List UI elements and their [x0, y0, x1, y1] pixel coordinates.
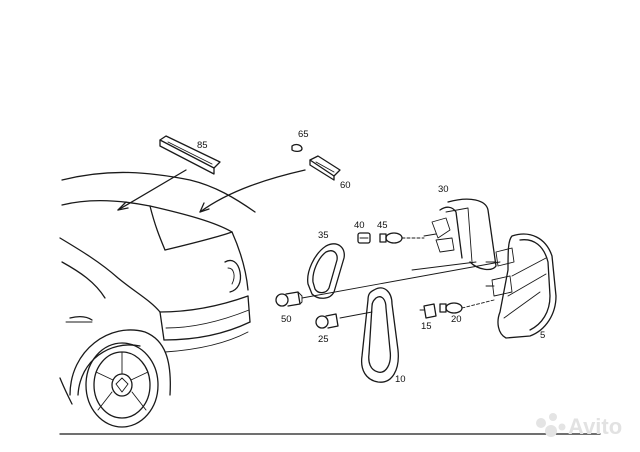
avito-watermark: Avito	[536, 413, 622, 439]
part-30-lamp-carrier	[423, 198, 497, 271]
car-body	[59, 171, 256, 428]
part-85-third-brake-light	[117, 135, 221, 211]
label-25: 25	[318, 334, 329, 345]
part-35-gasket	[307, 243, 345, 299]
part-25-socket	[315, 313, 339, 329]
label-65: 65	[298, 129, 309, 140]
part-labels: 85 65 60 30 40 45 35 50 25 15 20 10 5	[197, 129, 545, 385]
label-30: 30	[438, 184, 449, 195]
label-10: 10	[395, 374, 406, 385]
label-60: 60	[340, 180, 351, 191]
part-60-license-lamp	[199, 155, 341, 213]
label-85: 85	[197, 140, 208, 151]
part-20-bulb	[439, 299, 495, 314]
leader-line-30	[411, 261, 477, 271]
part-15-socket	[419, 303, 437, 319]
label-40: 40	[354, 220, 365, 231]
part-5-tail-lamp	[485, 233, 557, 339]
label-5: 5	[540, 330, 545, 341]
part-65-bulb	[291, 143, 303, 153]
label-35: 35	[318, 230, 329, 241]
part-10-gasket	[360, 287, 399, 383]
label-20: 20	[451, 314, 462, 325]
label-45: 45	[377, 220, 388, 231]
avito-logo-icon	[536, 413, 566, 437]
part-50-socket	[275, 291, 303, 307]
label-50: 50	[281, 314, 292, 325]
part-45-bulb	[379, 232, 425, 244]
leader-line-50	[301, 261, 501, 299]
watermark-text: Avito	[568, 414, 622, 439]
label-15: 15	[421, 321, 432, 332]
part-40-socket	[357, 232, 371, 244]
